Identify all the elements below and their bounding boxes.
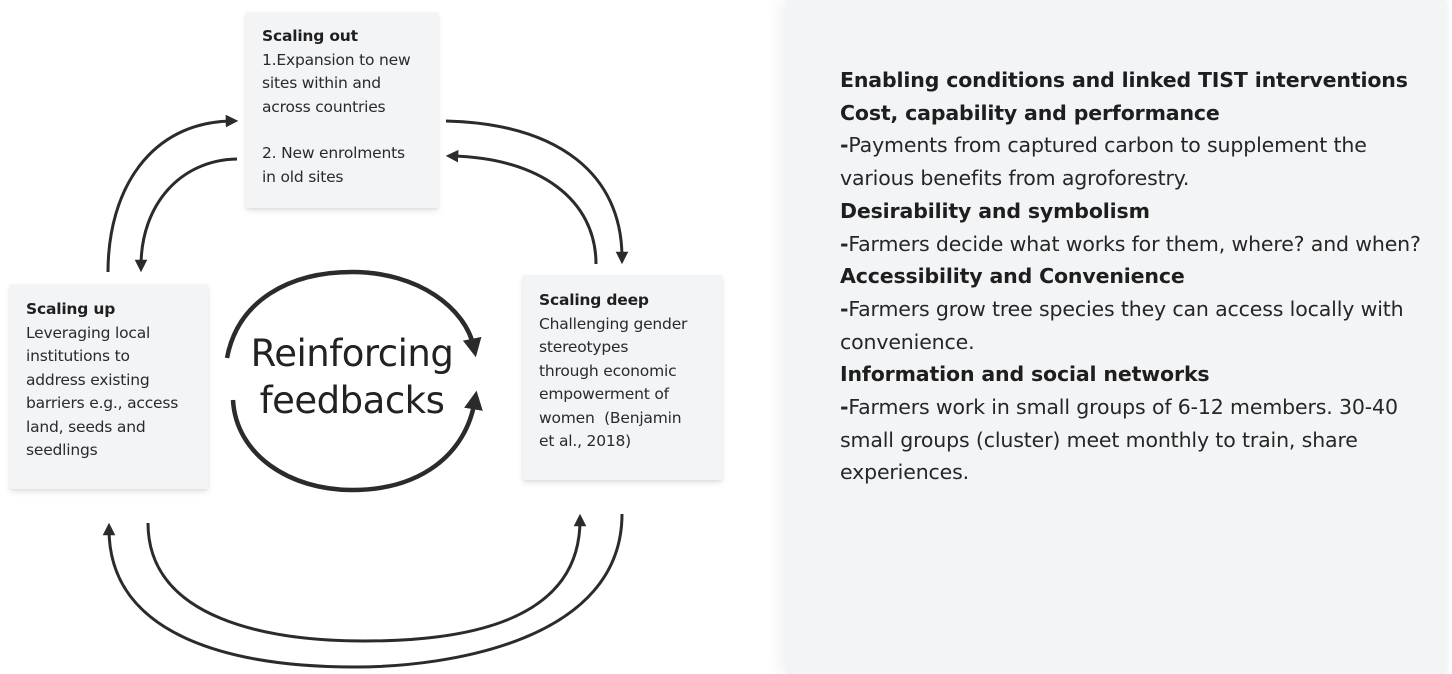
- note-line: sites within and: [262, 74, 381, 92]
- section-text: -Payments from captured carbon to supple…: [840, 129, 1430, 194]
- note-scaling-out: Scaling out 1.Expansion to new sites wit…: [246, 12, 438, 208]
- section-text: -Farmers work in small groups of 6-12 me…: [840, 391, 1430, 489]
- note-line: barriers e.g., access: [26, 394, 179, 412]
- dash-marker: -: [840, 296, 849, 321]
- panel-title: Enabling conditions and linked TIST inte…: [840, 68, 1408, 92]
- note-scaling-up: Scaling up Leveraging local institutions…: [10, 284, 208, 489]
- note-line: stereotypes: [539, 338, 629, 356]
- dash-marker: -: [840, 231, 849, 256]
- note-line: women (Benjamin: [539, 408, 682, 427]
- diagram-arrows: [102, 114, 629, 669]
- note-line: address existing: [26, 370, 150, 389]
- note-line: et al., 2018): [539, 432, 632, 450]
- section-heading: Accessibility and Convenience: [840, 264, 1185, 289]
- note-line: in old sites: [262, 167, 344, 186]
- section-heading: Information and social networks: [840, 362, 1210, 387]
- center-label-line-2: feedbacks: [259, 379, 445, 422]
- note-title: Scaling up: [26, 300, 116, 318]
- note-line: land, seeds and: [26, 417, 146, 436]
- section-body: Farmers grow tree species they can acces…: [840, 296, 1404, 354]
- arrow-scaling-up-to-scaling-out: [106, 114, 239, 273]
- reinforcing-feedbacks-label: Reinforcing feedbacks: [232, 330, 472, 424]
- note-scaling-deep: Scaling deep Challenging gender stereoty…: [523, 275, 722, 480]
- note-line: 2. New enrolments: [262, 144, 405, 162]
- arrow-scaling-out-to-scaling-up: [134, 157, 238, 273]
- note-line: Leveraging local: [26, 323, 151, 342]
- note-line: empowerment of: [539, 385, 669, 403]
- note-line: seedlings: [26, 441, 98, 459]
- center-label-line-1: Reinforcing: [250, 332, 454, 375]
- note-line: through economic: [539, 361, 677, 380]
- section-body: Farmers decide what works for them, wher…: [848, 231, 1421, 256]
- note-line: 1.Expansion to new: [262, 50, 411, 69]
- dash-marker: -: [840, 395, 849, 420]
- section-heading: Desirability and symbolism: [840, 198, 1150, 223]
- feedback-arrow-top: [224, 269, 482, 359]
- arrow-scaling-deep-to-scaling-up: [102, 513, 624, 669]
- note-line: Challenging gender: [539, 314, 688, 333]
- arrow-scaling-deep-to-scaling-out: [445, 149, 598, 265]
- arrow-scaling-out-to-scaling-deep: [445, 119, 629, 265]
- dash-marker: -: [840, 133, 849, 158]
- section-body: Payments from captured carbon to supplem…: [840, 133, 1367, 191]
- section-text: -Farmers grow tree species they can acce…: [840, 293, 1430, 358]
- section-heading: Cost, capability and performance: [840, 100, 1220, 125]
- note-line: across countries: [262, 97, 386, 116]
- enabling-conditions-panel: Enabling conditions and linked TIST inte…: [786, 0, 1446, 674]
- section-text: -Farmers decide what works for them, whe…: [840, 228, 1430, 261]
- note-blank-line: [262, 119, 438, 142]
- note-title: Scaling deep: [539, 291, 649, 309]
- section-body: Farmers work in small groups of 6-12 mem…: [840, 395, 1398, 485]
- arrow-scaling-up-to-scaling-deep: [146, 513, 587, 643]
- note-title: Scaling out: [262, 27, 358, 45]
- note-line: institutions to: [26, 347, 130, 365]
- feedback-arrow-bottom: [230, 390, 483, 493]
- panel-content: Enabling conditions and linked TIST inte…: [840, 64, 1430, 489]
